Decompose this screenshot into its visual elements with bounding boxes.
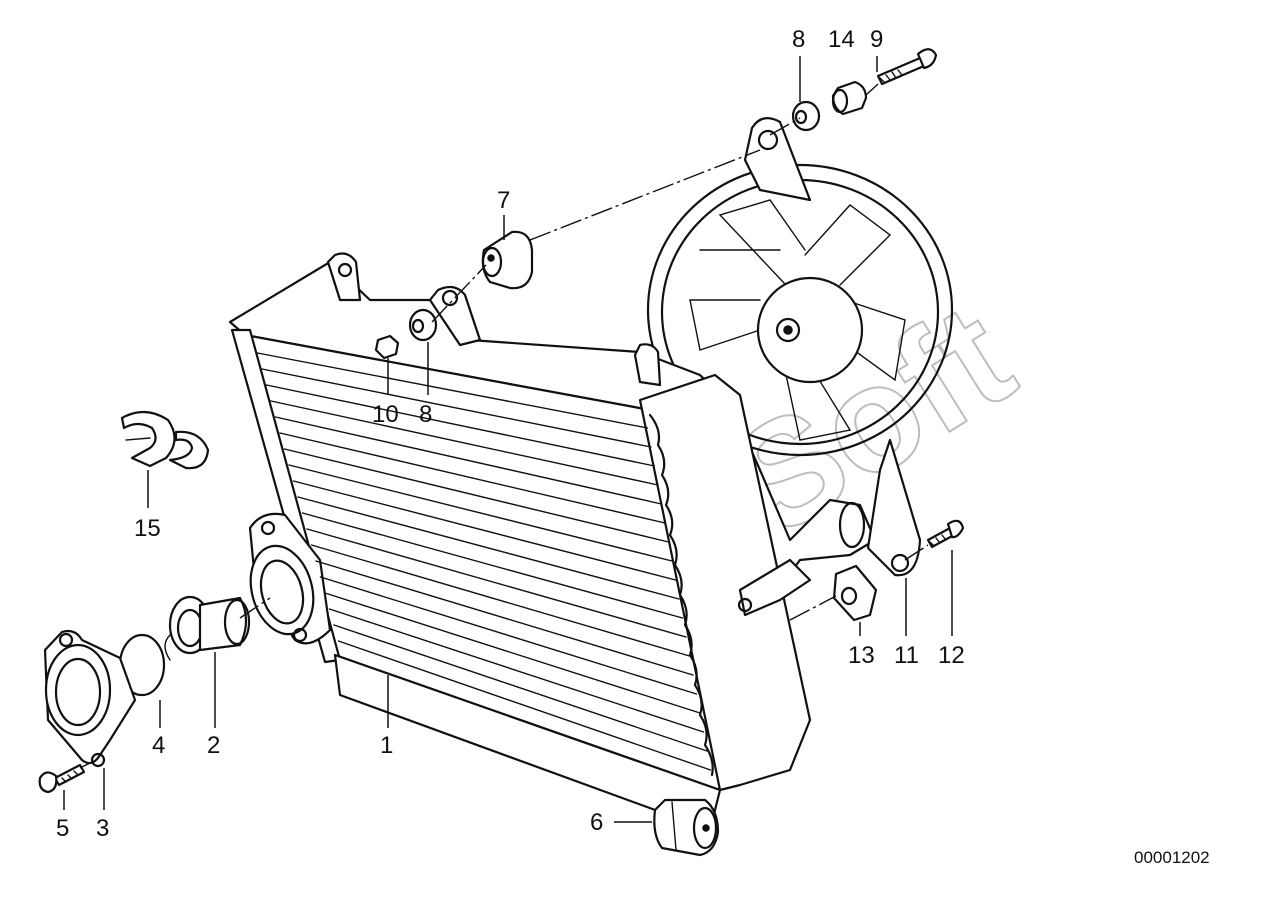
callout-13: 13 xyxy=(848,642,875,669)
callout-1: 1 xyxy=(380,732,393,759)
assembly-line-bolt9 xyxy=(865,83,879,96)
assembly-line-mount7 xyxy=(431,264,487,323)
spacer-part-14 xyxy=(831,80,868,116)
fin-line xyxy=(256,352,649,429)
diagram-code: 00001202 xyxy=(1134,848,1210,867)
callout-9: 9 xyxy=(870,26,883,53)
thermostat-cover-part-3 xyxy=(43,629,137,768)
assembly-line-screw12 xyxy=(904,544,929,561)
callout-8-upper: 8 xyxy=(792,26,805,53)
fin-line xyxy=(310,544,691,657)
hose-clamp-part-15 xyxy=(120,410,210,470)
fin-line xyxy=(274,416,663,505)
fin-line xyxy=(292,480,677,581)
washer-part-8-lower xyxy=(408,308,438,342)
callout-4: 4 xyxy=(152,732,165,759)
thermostat-part-2 xyxy=(164,595,251,661)
assembly-line-fan-top xyxy=(529,149,761,241)
fin-line xyxy=(297,496,680,600)
callout-8-lower: 8 xyxy=(419,401,432,428)
fin-line xyxy=(328,608,705,733)
callout-12: 12 xyxy=(938,642,965,669)
bolt-part-9 xyxy=(876,48,938,86)
fin-line xyxy=(288,464,673,562)
fin-line xyxy=(324,592,701,714)
callout-5: 5 xyxy=(56,815,69,842)
fin-line xyxy=(306,528,687,638)
radiator-core-fins xyxy=(256,352,712,771)
fin-line xyxy=(261,368,652,448)
bolt-part-5 xyxy=(38,763,86,794)
callout-15: 15 xyxy=(134,515,161,542)
assembly-line-washer xyxy=(769,117,801,136)
assembly-line-thermostat xyxy=(239,597,271,619)
callout-11: 11 xyxy=(894,642,919,669)
callout-2: 2 xyxy=(207,732,220,759)
callout-10: 10 xyxy=(372,401,399,428)
fin-line xyxy=(315,560,694,676)
clip-nut-part-13 xyxy=(832,564,878,622)
fin-line xyxy=(265,384,656,467)
callout-6: 6 xyxy=(590,809,603,836)
nut-part-10 xyxy=(374,334,400,360)
washer-part-8-upper xyxy=(791,100,821,132)
leader-lines xyxy=(63,56,953,823)
fin-line xyxy=(337,640,712,771)
fin-line xyxy=(283,448,670,543)
fin-line xyxy=(333,624,708,752)
screw-part-12 xyxy=(926,519,965,549)
callout-7: 7 xyxy=(497,187,510,214)
callout-14: 14 xyxy=(828,26,855,53)
rubber-bush-part-6 xyxy=(653,798,720,857)
assembly-line-bolt5 xyxy=(79,761,93,769)
fin-line xyxy=(319,576,698,695)
rubber-mount-part-7 xyxy=(481,230,534,290)
fin-line xyxy=(270,400,659,486)
radiator-part-1 xyxy=(228,252,812,832)
fin-line xyxy=(301,512,684,619)
fin-line xyxy=(279,432,666,524)
assembly-line-clip13 xyxy=(789,595,837,621)
callout-3: 3 xyxy=(96,815,109,842)
